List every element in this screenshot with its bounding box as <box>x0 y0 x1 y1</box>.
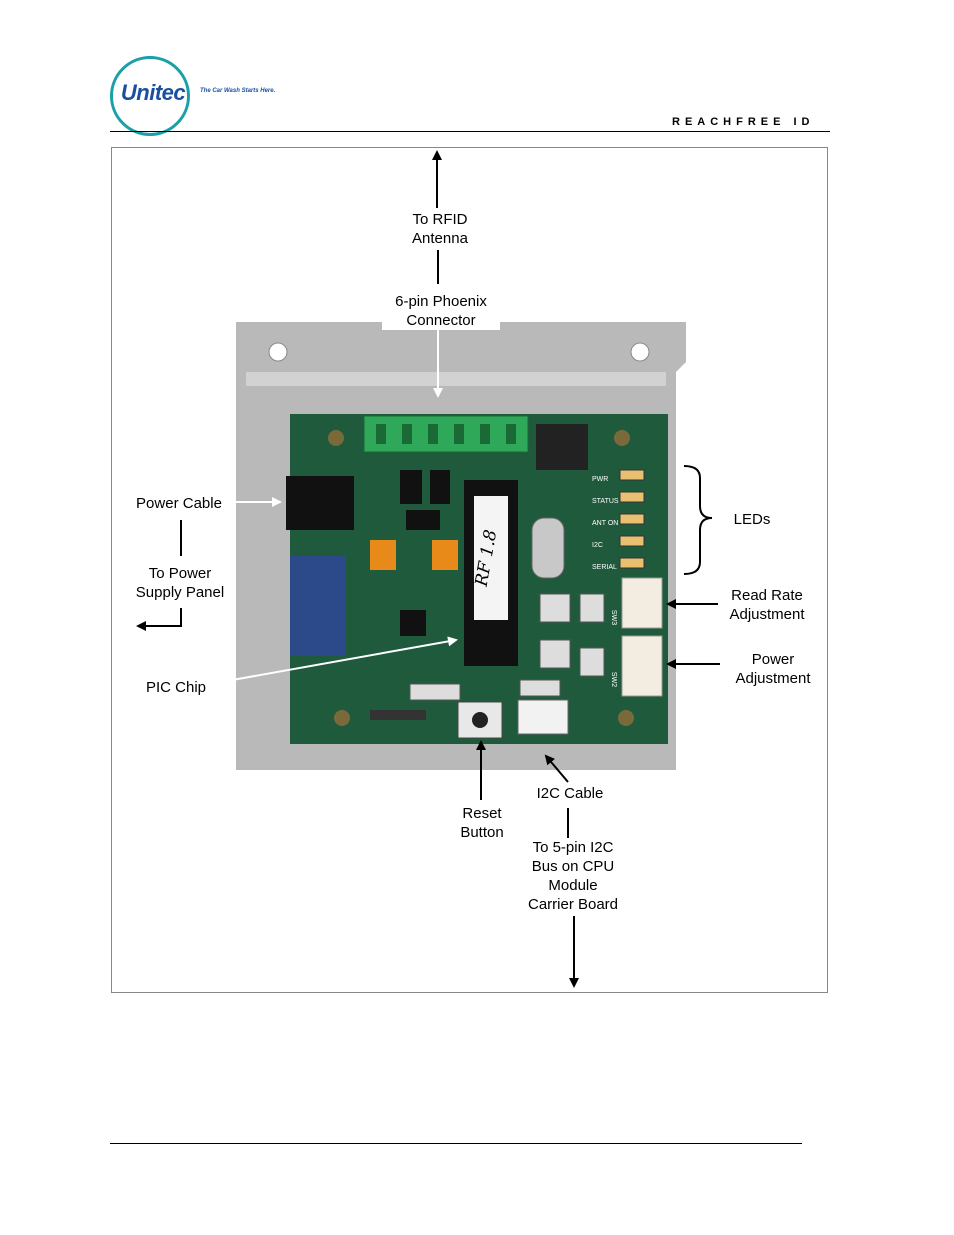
label-read-rate: Read Rate Adjustment <box>718 586 816 624</box>
label-i2c-cable: I2C Cable <box>526 784 614 803</box>
document-title: REACHFREE ID <box>672 116 815 128</box>
logo-text: Unitec <box>120 80 186 105</box>
footer-rule <box>110 1143 802 1144</box>
label-to-i2c-bus: To 5-pin I2C Bus on CPU Module Carrier B… <box>518 838 628 914</box>
figure-frame <box>111 147 828 993</box>
led-label-serial: SERIAL <box>592 564 617 571</box>
pcb <box>286 414 668 744</box>
logo-tagline: The Car Wash Starts Here. <box>200 88 276 94</box>
pot-label-sw3: SW3 <box>610 609 618 626</box>
label-rfid-antenna: To RFID Antenna <box>384 210 496 248</box>
label-to-power-supply: To Power Supply Panel <box>126 564 234 602</box>
label-reset-button: Reset Button <box>448 804 516 842</box>
label-pic-chip: PIC Chip <box>140 678 212 697</box>
label-phoenix-connector: 6-pin Phoenix Connector <box>382 292 500 330</box>
led-label-pwr: PWR <box>592 476 609 483</box>
logo-ring <box>110 56 190 136</box>
led-label-i2c: I2C <box>592 542 603 549</box>
led-label-status: STATUS <box>592 498 619 505</box>
label-leds: LEDs <box>726 510 778 529</box>
header-rule <box>110 131 830 132</box>
led-label-ant-on: ANT ON <box>592 520 619 527</box>
label-power-cable: Power Cable <box>126 494 232 513</box>
label-power-adjustment: Power Adjustment <box>726 650 820 688</box>
pot-label-sw2: SW2 <box>610 671 618 688</box>
led-label-list: PWR STATUS ANT ON I2C SERIAL <box>592 469 622 579</box>
